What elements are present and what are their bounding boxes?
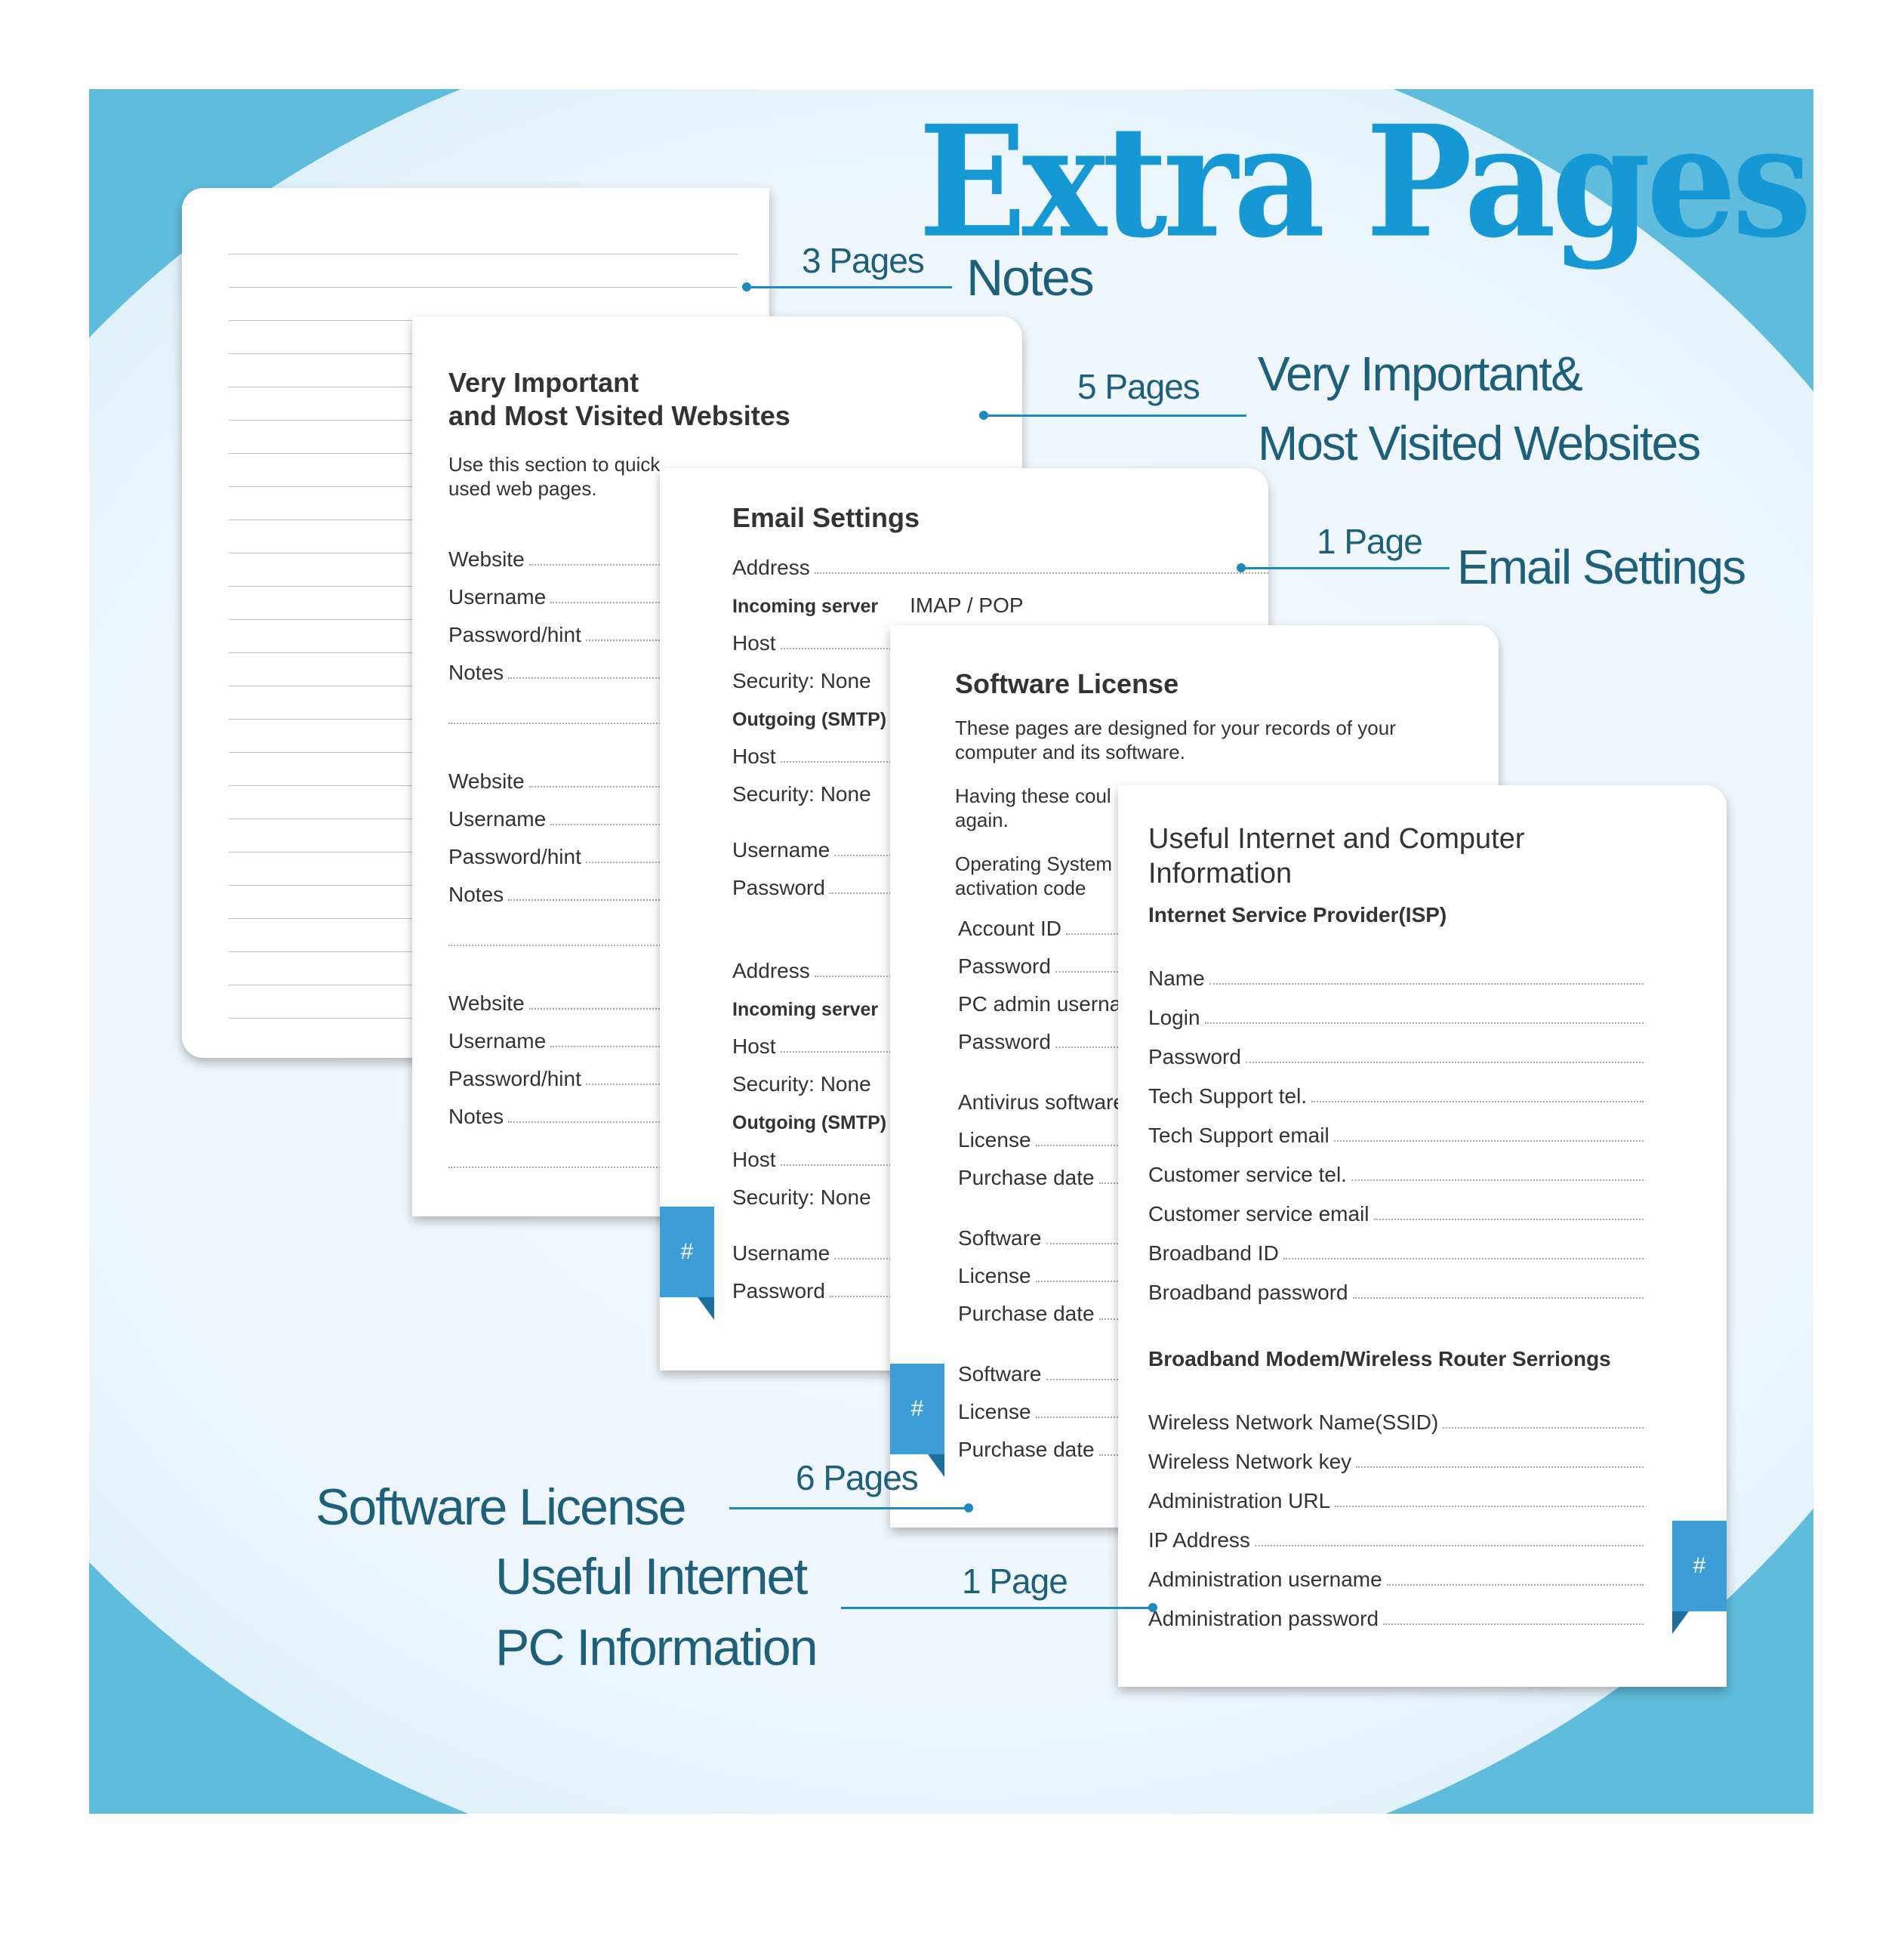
software-intro-line2: computer and its software. bbox=[955, 741, 1185, 763]
field-row: Tech Support tel. bbox=[1148, 1069, 1644, 1108]
field-row: Address bbox=[732, 542, 1268, 580]
email-label: Email Settings bbox=[1457, 540, 1746, 594]
page-tab: # bbox=[1672, 1521, 1727, 1634]
email-heading: Email Settings bbox=[732, 502, 920, 533]
field-row: Administration password bbox=[1148, 1592, 1644, 1631]
field-row: Outgoing (SMTP) bbox=[732, 1112, 887, 1133]
field-row: Name bbox=[1148, 951, 1644, 991]
email-callout-line bbox=[1241, 567, 1450, 569]
websites-page-count: 5 Pages bbox=[1077, 367, 1200, 406]
field-row: Outgoing (SMTP) bbox=[732, 709, 887, 730]
field-row: Broadband ID bbox=[1148, 1226, 1644, 1266]
software-page-count: 6 Pages bbox=[796, 1458, 919, 1497]
notes-callout-line bbox=[747, 286, 952, 288]
software-callout-line bbox=[729, 1507, 966, 1509]
os-label-line1: Operating System bbox=[955, 852, 1113, 875]
websites-label-line1: Very Important& bbox=[1258, 347, 1583, 401]
field-row: Administration username bbox=[1148, 1552, 1644, 1592]
field-row: Tech Support email bbox=[1148, 1108, 1644, 1148]
email-page-count: 1 Page bbox=[1317, 522, 1423, 561]
info-callout-dot bbox=[1148, 1603, 1157, 1612]
field-row: Login bbox=[1148, 991, 1644, 1030]
field-row: Wireless Network Name(SSID) bbox=[1148, 1395, 1644, 1435]
field-row: Incoming server bbox=[732, 999, 879, 1020]
field-row: Security: None bbox=[732, 782, 871, 806]
websites-label-line2: Most Visited Websites bbox=[1258, 416, 1701, 470]
software-label: Software License bbox=[316, 1478, 687, 1536]
info-label-line2: PC Information bbox=[495, 1619, 818, 1676]
field-row: Security: None bbox=[732, 1072, 871, 1096]
info-callout-line bbox=[841, 1607, 1151, 1609]
software-intro2-line1: Having these coul bbox=[955, 785, 1111, 807]
notes-label: Notes bbox=[966, 249, 1095, 307]
info-page-count: 1 Page bbox=[962, 1562, 1068, 1601]
page-tab: # bbox=[660, 1207, 714, 1320]
page-tab: # bbox=[890, 1364, 944, 1477]
useful-info-page: Useful Internet and Computer Information… bbox=[1118, 785, 1727, 1687]
field-row: IP Address bbox=[1148, 1513, 1644, 1552]
info-heading-line2: Information bbox=[1148, 858, 1292, 889]
software-heading: Software License bbox=[955, 668, 1179, 699]
field-row: Password bbox=[955, 1016, 1499, 1054]
websites-intro-line1: Use this section to quick bbox=[448, 453, 661, 476]
field-row: Wireless Network key bbox=[1148, 1435, 1644, 1474]
field-row: Security: None bbox=[732, 669, 871, 692]
os-label-line2: activation code bbox=[955, 877, 1086, 899]
websites-intro-line2: used web pages. bbox=[448, 477, 597, 500]
websites-heading-line2: and Most Visited Websites bbox=[448, 400, 790, 431]
software-intro-line1: These pages are designed for your record… bbox=[955, 717, 1396, 739]
software-callout-dot bbox=[964, 1503, 973, 1512]
notes-page-count: 3 Pages bbox=[802, 241, 925, 280]
websites-callout-line bbox=[984, 415, 1246, 417]
field-row: Customer service email bbox=[1148, 1187, 1644, 1226]
field-row: Broadband password bbox=[1148, 1266, 1644, 1305]
info-heading-line1: Useful Internet and Computer bbox=[1148, 823, 1525, 855]
field-row: Customer service tel. bbox=[1148, 1148, 1644, 1187]
field-row: Password bbox=[1148, 1030, 1644, 1069]
field-row: Security: None bbox=[732, 1185, 871, 1209]
page-title: Extra Pages bbox=[918, 91, 1812, 273]
info-label-line1: Useful Internet bbox=[495, 1548, 808, 1605]
isp-heading: Internet Service Provider(ISP) bbox=[1148, 903, 1447, 926]
field-row: Administration URL bbox=[1148, 1474, 1644, 1513]
router-heading: Broadband Modem/Wireless Router Serriong… bbox=[1148, 1347, 1611, 1370]
software-intro2-line2: again. bbox=[955, 809, 1009, 831]
websites-heading-line1: Very Important bbox=[448, 367, 639, 398]
